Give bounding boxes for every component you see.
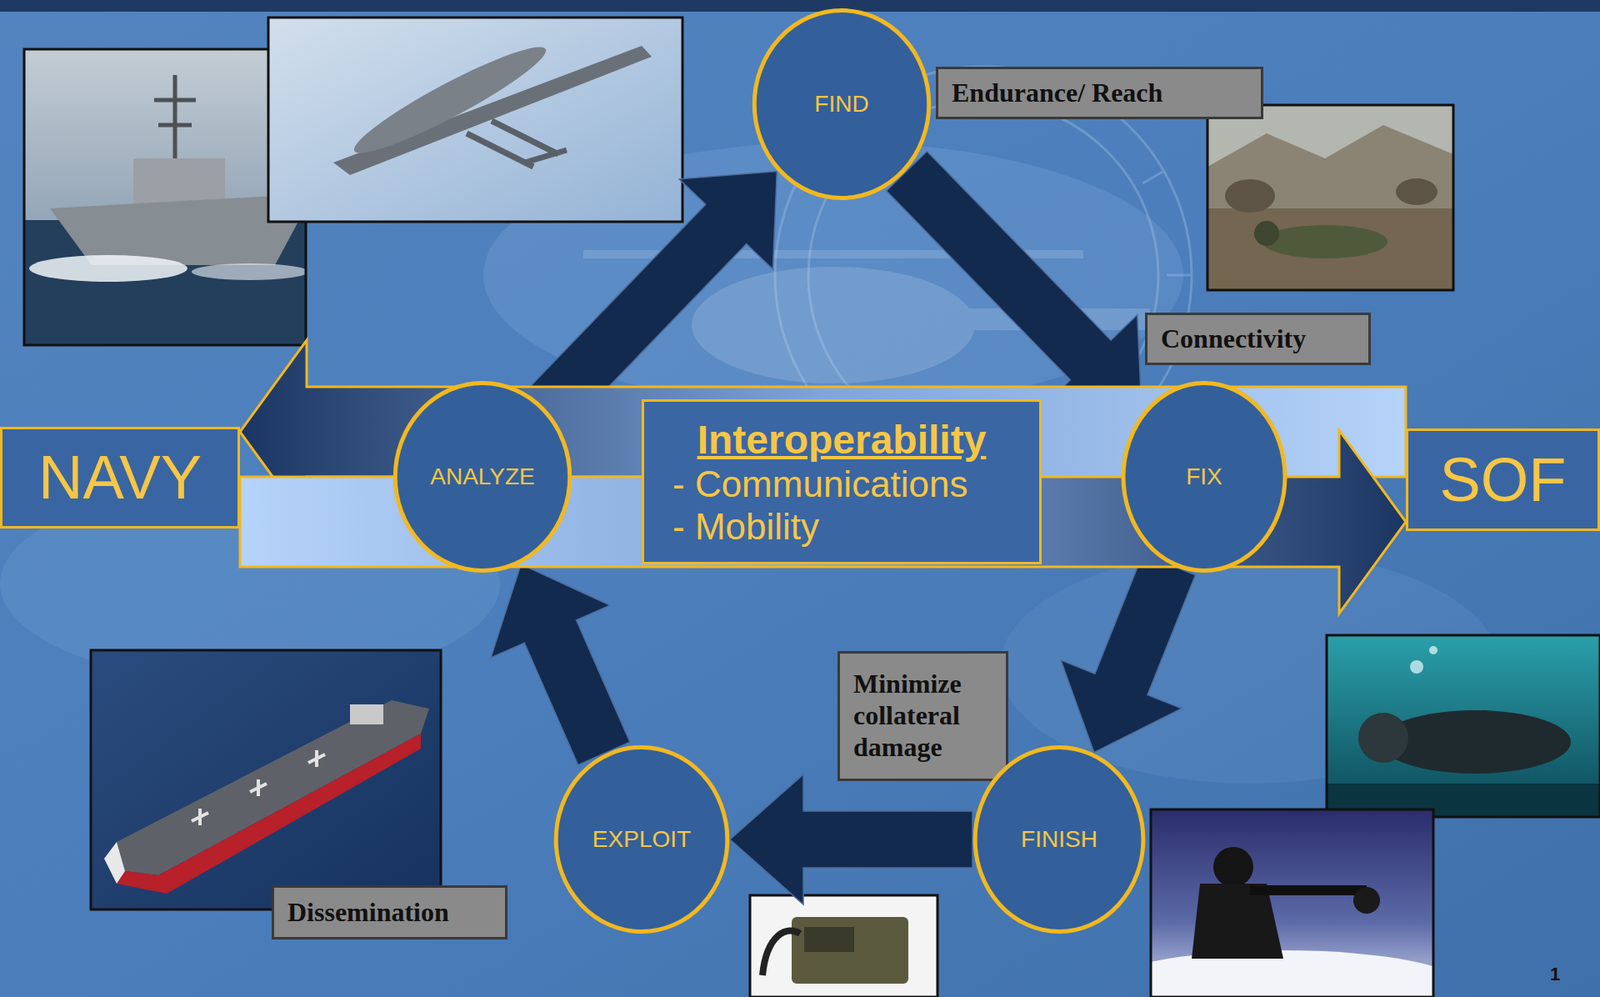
- photo-frame: [750, 895, 938, 997]
- diver-rifle: [1250, 885, 1367, 895]
- diver-photo: [1150, 809, 1434, 997]
- interoperability-box: Interoperability- Communications- Mobili…: [641, 399, 1042, 565]
- destroyer-photo: [24, 49, 306, 345]
- node-text: SOF: [1439, 445, 1566, 514]
- photo-frame: [90, 650, 441, 910]
- radio-photo: [750, 895, 938, 997]
- drone-fuselage: [346, 34, 554, 165]
- submersible-prop: [1358, 712, 1409, 763]
- bubble: [1429, 645, 1438, 655]
- carrier-aircraft: [191, 750, 325, 825]
- ship-hull: [50, 195, 300, 265]
- circle-shape: [555, 746, 728, 931]
- force-box: SOF: [1405, 428, 1600, 531]
- page-number: 1: [1550, 963, 1560, 985]
- soldier-head: [1254, 220, 1280, 246]
- ship-wake: [29, 255, 188, 282]
- phase-circle: FINISH: [972, 744, 1146, 935]
- photo-frame: [1150, 809, 1434, 997]
- circle-shape: [1123, 382, 1285, 570]
- phase-circle: EXPLOIT: [553, 744, 730, 935]
- photo-water: [1326, 635, 1600, 817]
- photo-rock: [1395, 178, 1438, 205]
- carrier-deck: [116, 700, 430, 875]
- radio-body: [791, 916, 909, 984]
- circle-shape: [754, 10, 930, 198]
- carrier-photo: [90, 650, 441, 910]
- radio-handset: [762, 930, 800, 975]
- carrier-hull: [104, 841, 125, 884]
- photo-frame: [1326, 635, 1600, 817]
- ship-mast: [154, 75, 196, 167]
- node-text: Dissemination: [287, 896, 450, 929]
- radio-panel: [804, 926, 855, 952]
- node-text: EXPLOIT: [592, 825, 691, 853]
- drone-photo: [268, 17, 683, 222]
- diver-head: [1213, 846, 1254, 887]
- cycle-arrow: [886, 151, 1142, 414]
- photo-sky: [1207, 105, 1454, 290]
- photo-rock: [1225, 179, 1275, 213]
- carrier-island: [350, 704, 384, 725]
- cycle-arrow: [490, 564, 630, 765]
- gray-callout: Connectivity: [1145, 312, 1371, 365]
- node-text: FIND: [814, 90, 869, 118]
- circle-shape: [395, 382, 570, 570]
- photo-frame: [268, 17, 683, 222]
- force-box: NAVY: [0, 426, 240, 529]
- node-text: NAVY: [38, 443, 202, 511]
- bullet-item: - Mobility: [664, 505, 1020, 549]
- bullet-item: - Communications: [664, 463, 1020, 506]
- ship-wake: [191, 263, 306, 280]
- node-text: Minimize collateral damage: [853, 668, 993, 763]
- node-text: Connectivity: [1160, 323, 1306, 355]
- gray-callout: Endurance/ Reach: [935, 66, 1264, 120]
- carrier-hull: [116, 733, 421, 894]
- photo-frame: [24, 49, 306, 345]
- node-text: FIX: [1185, 463, 1223, 490]
- photo-frame: [1207, 105, 1454, 290]
- cycle-arrow: [1060, 554, 1196, 753]
- bubble: [1410, 660, 1424, 674]
- photo-ground: [1207, 208, 1454, 290]
- photo-sea: [90, 650, 441, 910]
- diver-head: [1353, 886, 1380, 914]
- node-text: FINISH: [1020, 825, 1098, 853]
- phase-circle: FIND: [751, 7, 932, 201]
- photo-mountains: [1207, 125, 1454, 290]
- phase-circle: ANALYZE: [392, 380, 573, 574]
- photo-bg: [750, 895, 938, 997]
- phase-circle: FIX: [1120, 380, 1288, 574]
- box-heading: Interoperability: [664, 415, 1020, 465]
- top-strip: [0, 0, 1600, 12]
- drone-tail: [466, 120, 567, 167]
- submarine-photo: [1326, 635, 1600, 817]
- gray-callout: Minimize collateral damage: [837, 650, 1009, 781]
- node-text: Endurance/ Reach: [951, 77, 1163, 110]
- soldier-photo: [1207, 105, 1454, 290]
- soldier-figure: [1262, 225, 1388, 259]
- photo-sky: [24, 49, 306, 220]
- photo-sky: [268, 17, 683, 222]
- gray-callout: Dissemination: [271, 885, 508, 940]
- circle-shape: [975, 746, 1144, 931]
- helicopter-body: [691, 266, 975, 384]
- node-text: ANALYZE: [430, 463, 535, 490]
- cycle-arrow: [730, 774, 973, 905]
